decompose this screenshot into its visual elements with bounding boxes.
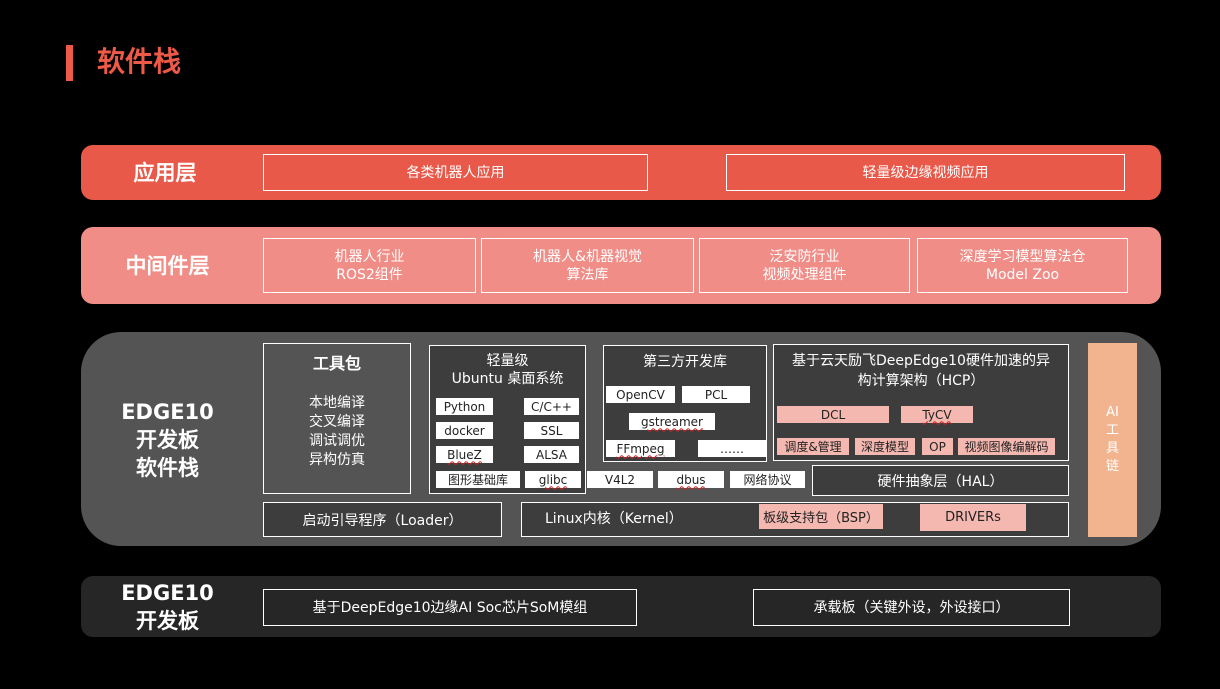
kernel-label: Linux内核（Kernel） <box>545 511 683 527</box>
drivers-chip: DRIVERs <box>920 504 1026 531</box>
board-item-som: 基于DeepEdge10边缘AI Soc芯片SoM模组 <box>263 589 637 626</box>
ubuntu-title-line: Ubuntu 桌面系统 <box>451 371 564 387</box>
toolkit-item: 调试调优 <box>309 433 365 449</box>
hcp-chip-dcl: DCL <box>777 406 889 423</box>
dev-stack-label: EDGE10 开发板 软件栈 <box>100 395 235 485</box>
ubuntu-chip-cpp: C/C++ <box>524 398 579 415</box>
middleware-item-line: 深度学习模型算法仓 <box>959 248 1086 265</box>
middleware-item-line: 算法库 <box>566 266 609 283</box>
title-accent-bar <box>66 45 73 81</box>
middleware-layer <box>81 227 1161 304</box>
board-item-carrier: 承载板（关键外设，外设接口） <box>753 589 1070 626</box>
hcp-title-line: 基于云天励飞DeepEdge10硬件加速的异 <box>792 353 1050 369</box>
ubuntu-chip-bluez: BlueZ <box>436 446 493 463</box>
middleware-item-line: 机器人&机器视觉 <box>533 248 642 265</box>
middleware-item-security-video: 泛安防行业 视频处理组件 <box>699 238 910 293</box>
chip-text: FFmpeg <box>616 441 665 456</box>
hcp-chip-scheduling: 调度&管理 <box>777 438 849 455</box>
chip-text: gstreamer <box>641 414 703 429</box>
middleware-item-vision-algo: 机器人&机器视觉 算法库 <box>481 238 694 293</box>
chip-v4l2: V4L2 <box>587 471 653 488</box>
third-party-chip-more: …… <box>698 440 766 457</box>
toolkit-item: 异构仿真 <box>309 452 365 468</box>
middleware-layer-label: 中间件层 <box>125 253 210 278</box>
page-title: 软件栈 <box>97 45 182 78</box>
toolkit-item: 交叉编译 <box>309 414 365 430</box>
hcp-chip-codec: 视频图像编解码 <box>958 438 1055 455</box>
dev-stack-label-line: 软件栈 <box>136 456 199 480</box>
chip-text: BlueZ <box>447 447 482 462</box>
third-party-title: 第三方开发库 <box>643 354 727 370</box>
chip-dbus: dbus <box>658 471 724 488</box>
chip-text: glibc <box>538 472 568 487</box>
dev-stack-label-line: 开发板 <box>136 428 199 452</box>
app-item-edge-video-apps: 轻量级边缘视频应用 <box>726 154 1125 191</box>
board-label-line: 开发板 <box>136 608 199 633</box>
ubuntu-chip-python: Python <box>436 398 493 415</box>
ubuntu-chip-ssl: SSL <box>524 422 579 439</box>
ubuntu-box <box>429 345 586 494</box>
middleware-item-line: ROS2组件 <box>336 266 403 283</box>
board-label-line: EDGE10 <box>121 580 214 605</box>
ubuntu-chip-graphics: 图形基础库 <box>436 471 520 488</box>
ai-toolchain-char: 工 <box>1105 423 1119 438</box>
loader-box: 启动引导程序（Loader） <box>263 502 502 537</box>
toolkit-list: 本地编译 交叉编译 调试调优 异构仿真 <box>263 394 411 470</box>
hal-box: 硬件抽象层（HAL） <box>812 465 1069 496</box>
middleware-item-line: 视频处理组件 <box>762 266 847 283</box>
middleware-item-line: 泛安防行业 <box>769 248 840 265</box>
hcp-chip-tycv: TyCV <box>901 406 973 423</box>
app-layer-label: 应用层 <box>133 160 197 185</box>
toolkit-item: 本地编译 <box>309 395 365 411</box>
chip-text: TyCV <box>922 407 952 422</box>
ubuntu-title-line: 轻量级 <box>486 353 529 369</box>
ubuntu-chip-docker: docker <box>436 422 493 439</box>
hcp-chip-deep-model: 深度模型 <box>855 438 915 455</box>
ai-toolchain-char: 链 <box>1105 459 1119 474</box>
hcp-title: 基于云天励飞DeepEdge10硬件加速的异 构计算架构（HCP） <box>773 351 1069 391</box>
toolkit-box <box>263 343 411 494</box>
middleware-item-line: Model Zoo <box>985 266 1060 283</box>
third-party-chip-gstreamer: gstreamer <box>629 413 715 430</box>
hcp-chip-op: OP <box>922 438 953 455</box>
board-layer-label: EDGE10 开发板 <box>100 578 235 635</box>
chip-network: 网络协议 <box>730 471 805 488</box>
chip-glibc: glibc <box>525 471 581 488</box>
middleware-item-ros2: 机器人行业 ROS2组件 <box>263 238 476 293</box>
app-item-robot-apps: 各类机器人应用 <box>263 154 648 191</box>
chip-text: dbus <box>676 472 706 487</box>
ai-toolchain-bar: AI 工 具 链 <box>1088 343 1137 537</box>
hcp-title-line: 构计算架构（HCP） <box>857 373 985 389</box>
board-layer <box>81 576 1161 637</box>
third-party-chip-ffmpeg: FFmpeg <box>606 440 675 457</box>
toolkit-title: 工具包 <box>312 354 361 373</box>
dev-stack-label-line: EDGE10 <box>121 400 214 424</box>
middleware-item-model-zoo: 深度学习模型算法仓 Model Zoo <box>917 238 1128 293</box>
ubuntu-chip-alsa: ALSA <box>524 446 579 463</box>
bsp-chip: 板级支持包（BSP） <box>759 504 883 529</box>
middleware-item-line: 机器人行业 <box>334 248 405 265</box>
ubuntu-title: 轻量级 Ubuntu 桌面系统 <box>429 351 586 389</box>
ai-toolchain-char: AI <box>1106 405 1119 420</box>
third-party-chip-opencv: OpenCV <box>606 386 675 403</box>
ai-toolchain-char: 具 <box>1105 441 1119 456</box>
third-party-chip-pcl: PCL <box>682 386 750 403</box>
